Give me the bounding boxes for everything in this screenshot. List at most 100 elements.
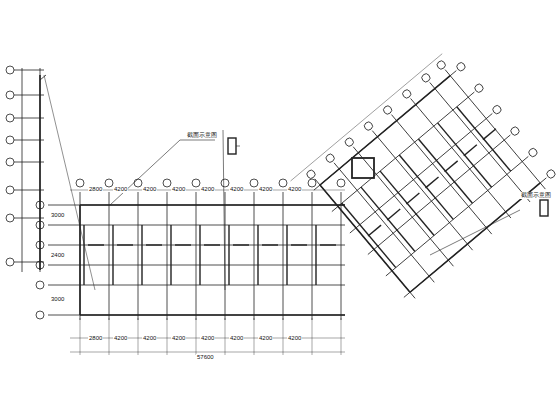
grid-line (320, 244, 336, 245)
grid-line (138, 318, 139, 355)
grid-line (88, 244, 104, 245)
callout-note: 截面示意图 (520, 192, 552, 199)
axis-bubble (279, 179, 287, 187)
axis-bubble (192, 179, 200, 187)
grid-line (109, 192, 110, 320)
grid-line (411, 99, 511, 219)
grid-line (320, 185, 410, 292)
dimension-text: 4200 (171, 335, 186, 342)
axis-bubble (308, 179, 316, 187)
grid-line (387, 209, 400, 220)
grid-line (361, 187, 415, 251)
grid-line (254, 192, 255, 320)
grid-line (254, 318, 255, 355)
axis-bubble (76, 179, 84, 187)
grid-line (445, 161, 458, 172)
dimension-text: 4200 (113, 186, 128, 193)
grid-line (291, 244, 307, 245)
axis-bubble (36, 241, 44, 249)
grid-line (80, 192, 81, 320)
dimension-text: 4200 (142, 335, 157, 342)
axis-bubble (509, 125, 520, 136)
grid-line (167, 192, 168, 320)
grid-line (426, 177, 439, 188)
grid-line (233, 244, 249, 245)
grid-line (167, 318, 168, 355)
grid-line (483, 129, 496, 140)
axis-bubble (527, 147, 538, 158)
dimension-text: 3000 (50, 212, 65, 219)
grid-line (70, 352, 345, 353)
axis-bubble (382, 104, 393, 115)
grid-line (430, 82, 530, 202)
axis-bubble (36, 221, 44, 229)
dimension-text: 4200 (229, 335, 244, 342)
axis-bubble (344, 137, 355, 148)
dimension-text: 4200 (258, 186, 273, 193)
grid-line (79, 205, 81, 315)
grid-line (286, 225, 287, 285)
dimension-text: 4200 (258, 335, 273, 342)
grid-line (353, 147, 453, 267)
axis-bubble (491, 104, 502, 115)
axis-bubble (250, 179, 258, 187)
grid-line (464, 145, 477, 156)
grid-line (445, 70, 545, 190)
grid-line (48, 315, 345, 316)
axis-bubble (401, 88, 412, 99)
axis-bubble (325, 153, 336, 164)
axis-bubble (436, 59, 447, 70)
grid-line (196, 192, 197, 320)
dimension-text: 2800 (88, 186, 103, 193)
grid-line (204, 244, 220, 245)
grid-line (372, 131, 472, 251)
grid-line (83, 225, 84, 285)
grid-line (386, 156, 528, 276)
axis-bubble (337, 179, 345, 187)
grid-line (117, 244, 133, 245)
axis-bubble (163, 179, 171, 187)
callout-note: 截面示意图 (186, 132, 218, 139)
grid-line (257, 225, 258, 285)
dimension-text: 4200 (113, 335, 128, 342)
grid-line (312, 318, 313, 355)
grid-line (315, 179, 415, 299)
grid-line (342, 203, 396, 267)
grid-line (48, 245, 345, 246)
grid-line (138, 192, 139, 320)
grid-line (196, 318, 197, 355)
grid-line (332, 92, 474, 212)
axis-bubble (305, 169, 316, 180)
grid-line (228, 225, 229, 285)
grid-line (48, 285, 345, 286)
grid-line (80, 318, 81, 355)
axis-bubble (363, 120, 374, 131)
grid-line (314, 71, 456, 191)
dimension-text: 4200 (200, 335, 215, 342)
section-callouts (110, 130, 548, 290)
dimension-text: 4200 (287, 335, 302, 342)
dimension-text: 4200 (287, 186, 302, 193)
dimension-text: 57600 (196, 354, 215, 361)
grid-line (112, 225, 113, 285)
left-detail (6, 66, 95, 290)
grid-line (175, 244, 191, 245)
grid-line (170, 225, 171, 285)
grid-line (391, 115, 491, 235)
grid-line (350, 113, 492, 233)
grid-line (334, 163, 434, 283)
grid-line (283, 318, 284, 355)
grid-line (418, 139, 472, 203)
grid-line (312, 192, 313, 320)
grid-line (80, 204, 345, 206)
grid-line (48, 225, 345, 226)
axis-bubble (36, 261, 44, 269)
dimension-text: 4200 (171, 186, 186, 193)
axis-bubble (134, 179, 142, 187)
axis-bubble (105, 179, 113, 187)
axis-bubble (36, 201, 44, 209)
grid-line (406, 193, 419, 204)
axis-bubble (36, 311, 44, 319)
